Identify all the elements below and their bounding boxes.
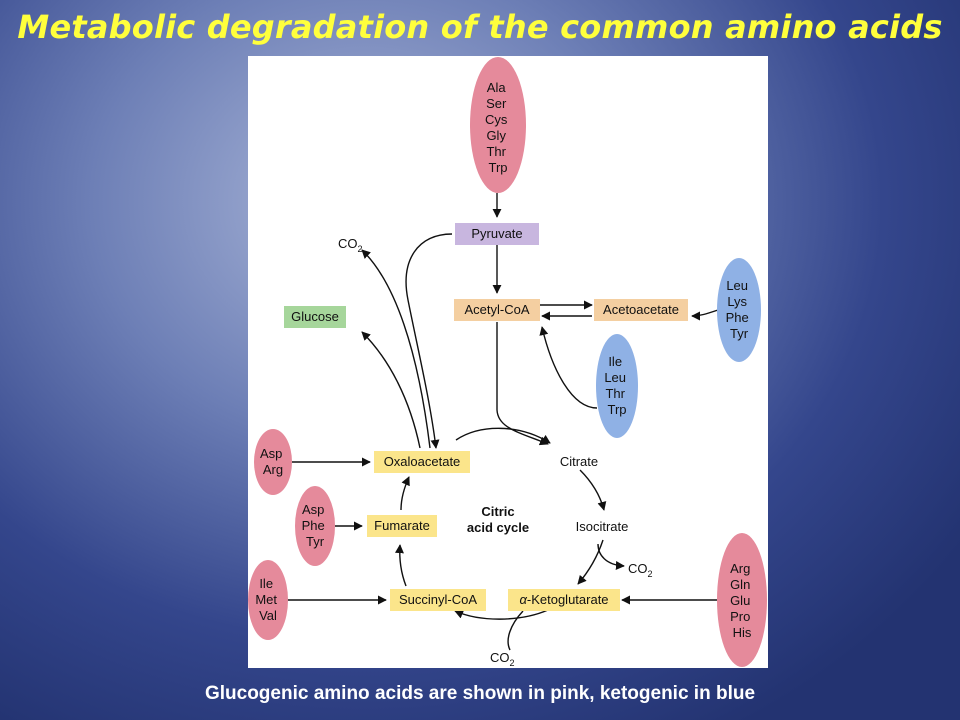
pyruvate-box bbox=[455, 223, 539, 245]
glucogenic-group-fumarate-labels: Asp Phe Tyr bbox=[302, 502, 329, 549]
co2-label-ketoglutarate: CO2 bbox=[490, 650, 515, 668]
cycle-title-line1: Citric bbox=[481, 504, 514, 519]
aa-label: Ile bbox=[259, 576, 273, 591]
aa-label: Leu bbox=[604, 370, 626, 385]
aa-label: His bbox=[733, 625, 752, 640]
aa-label: Val bbox=[259, 608, 277, 623]
arrow-oxaloacetate-to-co2 bbox=[361, 249, 431, 449]
aa-label: Thr bbox=[486, 144, 506, 159]
diagram-panel: Ala Ser Cys Gly Thr Trp Leu Lys Phe Tyr … bbox=[248, 56, 768, 668]
fumarate-label: Fumarate bbox=[374, 518, 430, 533]
aa-label: Tyr bbox=[306, 534, 325, 549]
aa-label: Ala bbox=[487, 80, 507, 95]
aa-label: Arg bbox=[730, 561, 750, 576]
succinyl-coa-label: Succinyl-CoA bbox=[399, 592, 477, 607]
aa-label: Trp bbox=[488, 160, 507, 175]
arrow-acetylcoa-to-citrate bbox=[496, 322, 549, 446]
aa-label: Asp bbox=[260, 446, 282, 461]
glucogenic-group-oxaloacetate bbox=[254, 429, 292, 495]
arrow-ketogenic-to-acetoacetate bbox=[691, 309, 719, 321]
aa-label: Leu bbox=[726, 278, 748, 293]
aa-label: Asp bbox=[302, 502, 324, 517]
succinyl-coa-box bbox=[390, 589, 486, 611]
slide-title: Metabolic degradation of the common amin… bbox=[17, 8, 943, 46]
oxaloacetate-label: Oxaloacetate bbox=[384, 454, 461, 469]
ketogenic-group-middle-labels: Ile Leu Thr Trp bbox=[604, 354, 629, 417]
cycle-arrow-ketoglutarate-succinylcoa bbox=[454, 609, 549, 620]
connectors bbox=[285, 193, 719, 651]
fumarate-box bbox=[367, 515, 437, 537]
arrow-ketogenic-to-acetylcoa bbox=[539, 326, 598, 409]
pathway-diagram: Ala Ser Cys Gly Thr Trp Leu Lys Phe Tyr … bbox=[248, 57, 767, 668]
aa-label: Arg bbox=[263, 462, 283, 477]
cycle-arrow-isocitrate-ketoglutarate bbox=[577, 539, 604, 585]
ketoglutarate-name: -Ketoglutarate bbox=[527, 592, 609, 607]
ketogenic-group-right bbox=[717, 258, 761, 362]
glucogenic-group-ketoglutarate bbox=[717, 533, 767, 667]
aa-label: Ser bbox=[486, 96, 507, 111]
cycle-arrow-oxaloacetate-citrate bbox=[455, 427, 551, 444]
aa-label: Tyr bbox=[730, 326, 749, 341]
glucogenic-group-oxaloacetate-labels: Asp Arg bbox=[260, 446, 286, 477]
slide-caption: Glucogenic amino acids are shown in pink… bbox=[204, 683, 756, 704]
glucogenic-group-top bbox=[470, 57, 526, 193]
citrate-label: Citrate bbox=[560, 454, 598, 469]
arrow-oxaloacetate-to-glucose bbox=[361, 331, 421, 449]
aa-label: Trp bbox=[607, 402, 626, 417]
aa-label: Cys bbox=[485, 112, 508, 127]
aa-label: Pro bbox=[730, 609, 750, 624]
aa-label: Glu bbox=[730, 593, 750, 608]
acetoacetate-box bbox=[594, 299, 688, 321]
cycle-arrow-citrate-isocitrate bbox=[579, 469, 607, 511]
aa-label: Lys bbox=[727, 294, 747, 309]
acetoacetate-label: Acetoacetate bbox=[603, 302, 679, 317]
acetyl-coa-box bbox=[454, 299, 540, 321]
isocitrate-label: Isocitrate bbox=[576, 519, 629, 534]
glucose-box bbox=[284, 306, 346, 328]
glucogenic-group-fumarate bbox=[295, 486, 335, 566]
cycle-arrow-succinylcoa-fumarate bbox=[394, 544, 407, 587]
aa-label: Gly bbox=[486, 128, 506, 143]
arrow-ketoglutarate-co2 bbox=[507, 610, 524, 651]
co2-label-isocitrate: CO2 bbox=[628, 561, 653, 579]
aa-label: Phe bbox=[302, 518, 325, 533]
aa-label: Thr bbox=[605, 386, 625, 401]
arrow-pyruvate-to-oxaloacetate bbox=[405, 233, 453, 449]
glucose-label: Glucose bbox=[291, 309, 339, 324]
glucogenic-group-succinylcoa bbox=[248, 560, 288, 640]
cycle-arrow-fumarate-oxaloacetate bbox=[400, 476, 410, 511]
aa-label: Phe bbox=[726, 310, 749, 325]
arrow-isocitrate-co2 bbox=[597, 543, 625, 571]
ketoglutarate-box bbox=[508, 589, 620, 611]
co2-label-top: CO2 bbox=[338, 236, 363, 254]
ketogenic-group-middle bbox=[596, 334, 638, 438]
pyruvate-label: Pyruvate bbox=[471, 226, 522, 241]
ketoglutarate-label: α-Ketoglutarate bbox=[519, 592, 608, 607]
cycle-title-line2: acid cycle bbox=[467, 520, 529, 535]
alpha-prefix: α bbox=[519, 592, 527, 607]
ketogenic-group-right-labels: Leu Lys Phe Tyr bbox=[726, 278, 753, 341]
glucogenic-group-ketoglutarate-labels: Arg Gln Glu Pro His bbox=[730, 561, 754, 640]
glucogenic-group-top-labels: Ala Ser Cys Gly Thr Trp bbox=[485, 80, 511, 175]
glucogenic-group-succinylcoa-labels: Ile Met Val bbox=[255, 576, 280, 623]
oxaloacetate-box bbox=[374, 451, 470, 473]
aa-label: Ile bbox=[608, 354, 622, 369]
aa-label: Gln bbox=[730, 577, 750, 592]
aa-label: Met bbox=[255, 592, 277, 607]
acetyl-coa-label: Acetyl-CoA bbox=[464, 302, 529, 317]
